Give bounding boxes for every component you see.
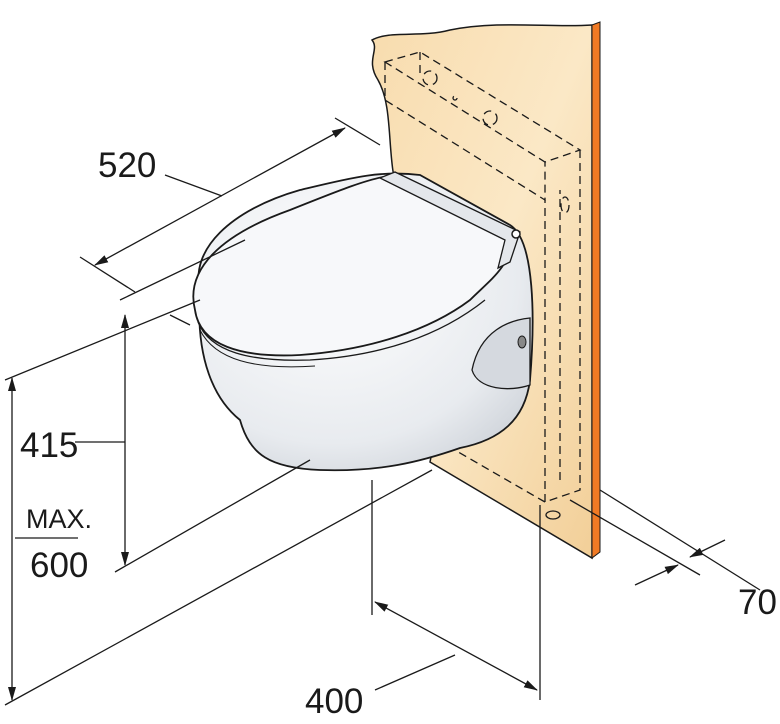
max-height-label: 600 — [30, 546, 89, 585]
hinge — [378, 171, 521, 270]
width-label: 400 — [305, 682, 364, 721]
wall-edge — [591, 21, 601, 559]
seat-height-label: 415 — [20, 426, 79, 465]
depth-label: 520 — [98, 146, 157, 185]
drain-outlet — [545, 510, 561, 520]
max-label: MAX. — [26, 504, 93, 534]
side-button — [471, 317, 531, 390]
wall-offset-label: 70 — [738, 583, 777, 622]
dimension-lines — [4, 117, 761, 706]
